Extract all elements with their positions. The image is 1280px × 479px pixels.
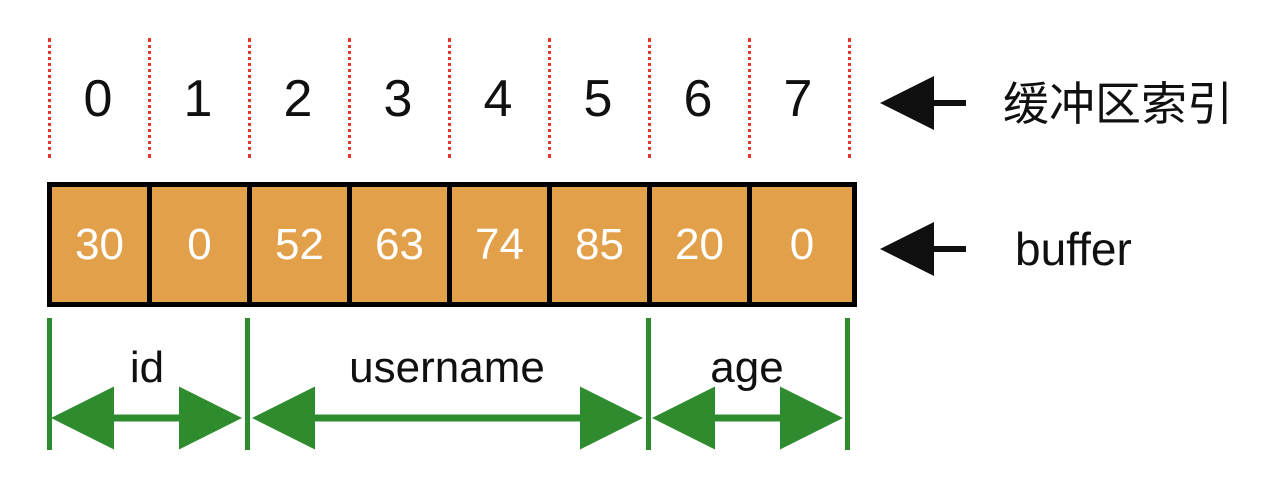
buffer-cell-4: 74 [452, 187, 552, 302]
index-guide-1 [148, 38, 151, 158]
buffer-cell-1: 0 [152, 187, 252, 302]
index-guide-8 [848, 38, 851, 158]
field-separator-username-age [646, 318, 651, 450]
buffer-cell-2: 52 [252, 187, 352, 302]
index-label-2: 2 [283, 70, 313, 128]
index-label-5: 5 [583, 70, 613, 128]
index-guide-2 [248, 38, 251, 158]
field-separator-id-username [245, 318, 250, 450]
index-guide-0 [48, 38, 51, 158]
index-label-0: 0 [83, 70, 113, 128]
index-label-6: 6 [683, 70, 713, 128]
field-label-age: age [710, 343, 784, 392]
field-label-username: username [349, 343, 545, 392]
buffer-cell-0: 30 [52, 187, 152, 302]
index-guide-4 [448, 38, 451, 158]
annotation-buffer-index-label: 缓冲区索引 [1003, 77, 1233, 131]
index-label-3: 3 [383, 70, 413, 128]
index-guide-7 [748, 38, 751, 158]
index-guide-6 [648, 38, 651, 158]
buffer-row: 30 0 52 63 74 85 20 0 [47, 182, 857, 307]
buffer-cell-6: 20 [652, 187, 752, 302]
index-label-1: 1 [183, 70, 213, 128]
index-guide-3 [348, 38, 351, 158]
annotation-buffer-label: buffer [1015, 223, 1132, 275]
buffer-cell-3: 63 [352, 187, 452, 302]
field-label-id: id [129, 343, 165, 392]
field-separator-end [845, 318, 850, 450]
index-label-7: 7 [783, 70, 813, 128]
index-label-4: 4 [483, 70, 513, 128]
buffer-cell-5: 85 [552, 187, 652, 302]
field-separator-start [47, 318, 52, 450]
index-guide-5 [548, 38, 551, 158]
buffer-cell-7: 0 [752, 187, 852, 302]
